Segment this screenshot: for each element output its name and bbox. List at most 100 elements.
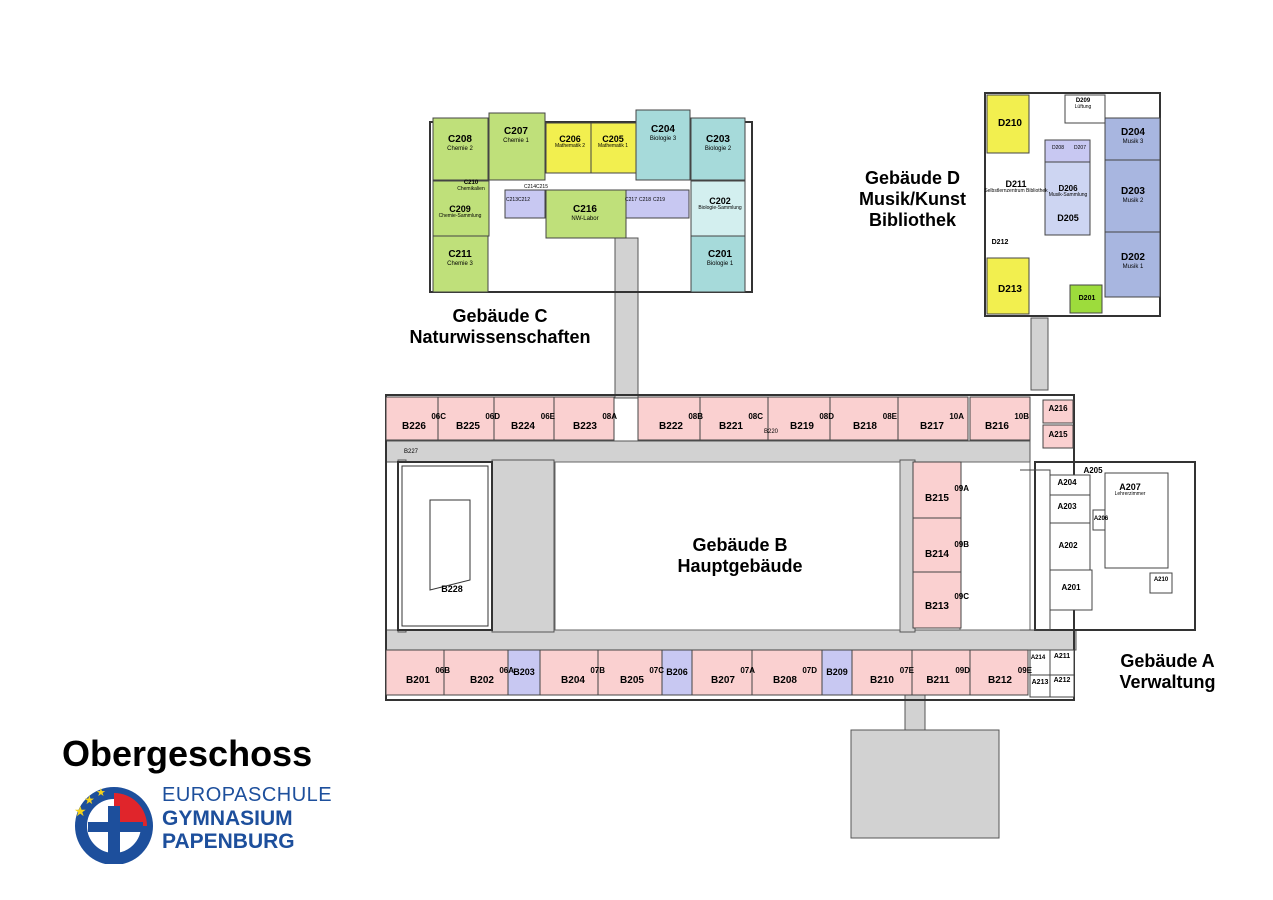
room-a211: A211 (1022, 653, 1102, 661)
room-subtitle: 07E (899, 666, 914, 675)
room-id: C206 (559, 134, 581, 144)
room-subtitle: Chemie 3 (447, 260, 473, 267)
room-id: B212 (988, 675, 1012, 687)
room-id: B213 (925, 601, 949, 613)
room-subtitle: 06C (431, 412, 446, 421)
room-subtitle: Musik 2 (1122, 197, 1144, 204)
room-id: C203 (706, 134, 730, 145)
room-id: B222 (659, 421, 683, 433)
building-b-line1: Gebäude B (692, 535, 788, 555)
room-id: D213 (998, 284, 1022, 295)
building-a-line1: Gebäude A (1120, 651, 1215, 671)
room-subtitle: Musik-Sammlung (1048, 192, 1088, 199)
room-subtitle: Biologie-Sammlung (698, 205, 742, 212)
room-id: C211 (448, 249, 472, 260)
room-id: D203 (1121, 186, 1145, 197)
room-id: C204 (651, 124, 675, 135)
room-subtitle: 08B (688, 412, 703, 421)
room-subtitle: 06E (540, 412, 555, 421)
room-subtitle: 09A (954, 484, 969, 493)
room-subtitle: 10A (949, 412, 964, 421)
room-id: A205 (1083, 466, 1103, 475)
building-c-label: Gebäude C Naturwissenschaften (380, 306, 620, 348)
room-id: B201 (406, 675, 430, 687)
logo-line3: PAPENBURG (162, 830, 295, 853)
room-id: A211 (1053, 653, 1071, 660)
building-a-rooms (1020, 469, 1173, 698)
room-id: B214 (925, 549, 949, 561)
room-id: B210 (870, 675, 894, 687)
room-id: D206 (1058, 184, 1078, 193)
room-subtitle: Biologie 3 (649, 135, 677, 142)
small-label-c213: C213 (506, 197, 518, 203)
svg-text:★: ★ (96, 786, 106, 799)
room-id: B219 (790, 421, 814, 433)
room-b210: 07E B210 (842, 666, 922, 687)
room-id: D210 (998, 118, 1022, 129)
room-subtitle: 06A (499, 666, 514, 675)
room-subtitle: Chemie 2 (447, 145, 473, 152)
room-id: B206 (666, 667, 688, 677)
room-id: C210 (463, 180, 479, 186)
building-a-label: Gebäude A Verwaltung (1095, 651, 1240, 693)
room-subtitle: Mathematik 2 (554, 143, 585, 150)
room-b209: B209 (797, 667, 877, 677)
room-id: C208 (448, 134, 472, 145)
room-id: B205 (620, 675, 644, 687)
room-id: D204 (1121, 127, 1145, 138)
svg-text:★: ★ (84, 793, 95, 807)
room-id: B211 (926, 675, 950, 687)
small-label-c215: C215 (536, 184, 548, 190)
room-id: D212 (991, 239, 1009, 246)
room-a201: A201 (1031, 583, 1111, 592)
room-id: C216 (573, 204, 597, 215)
room-b206: B206 (637, 667, 717, 677)
room-d205: D205 (1028, 213, 1108, 223)
room-id: C205 (602, 134, 624, 144)
room-id: D205 (1057, 213, 1079, 223)
room-id: A206 (1093, 516, 1109, 522)
room-subtitle: Chemie 1 (503, 137, 529, 144)
room-id: B224 (511, 421, 535, 433)
room-id: B204 (561, 675, 585, 687)
room-a203: A203 (1027, 502, 1107, 511)
small-label-c218: C218 (639, 197, 651, 203)
room-subtitle: Musik 3 (1122, 138, 1144, 145)
room-id: B216 (985, 421, 1009, 433)
building-c-rooms (432, 109, 746, 293)
room-b222: 08B B222 (631, 412, 711, 433)
small-label-c219: C219 (653, 197, 665, 203)
room-id: C201 (708, 249, 732, 260)
building-a-line2: Verwaltung (1119, 672, 1216, 692)
corridors (385, 237, 1077, 839)
room-subtitle: Lehrerzimmer (1114, 491, 1146, 498)
room-id: D211 (1005, 179, 1027, 189)
room-a205: A205 (1053, 466, 1133, 475)
room-subtitle: 08A (602, 412, 617, 421)
room-id: B228 (441, 584, 463, 594)
room-a214: A214 (998, 655, 1078, 662)
room-id: A213 (1031, 679, 1049, 686)
room-subtitle: Musik 1 (1122, 263, 1144, 270)
room-a206: A206 (1061, 516, 1141, 523)
